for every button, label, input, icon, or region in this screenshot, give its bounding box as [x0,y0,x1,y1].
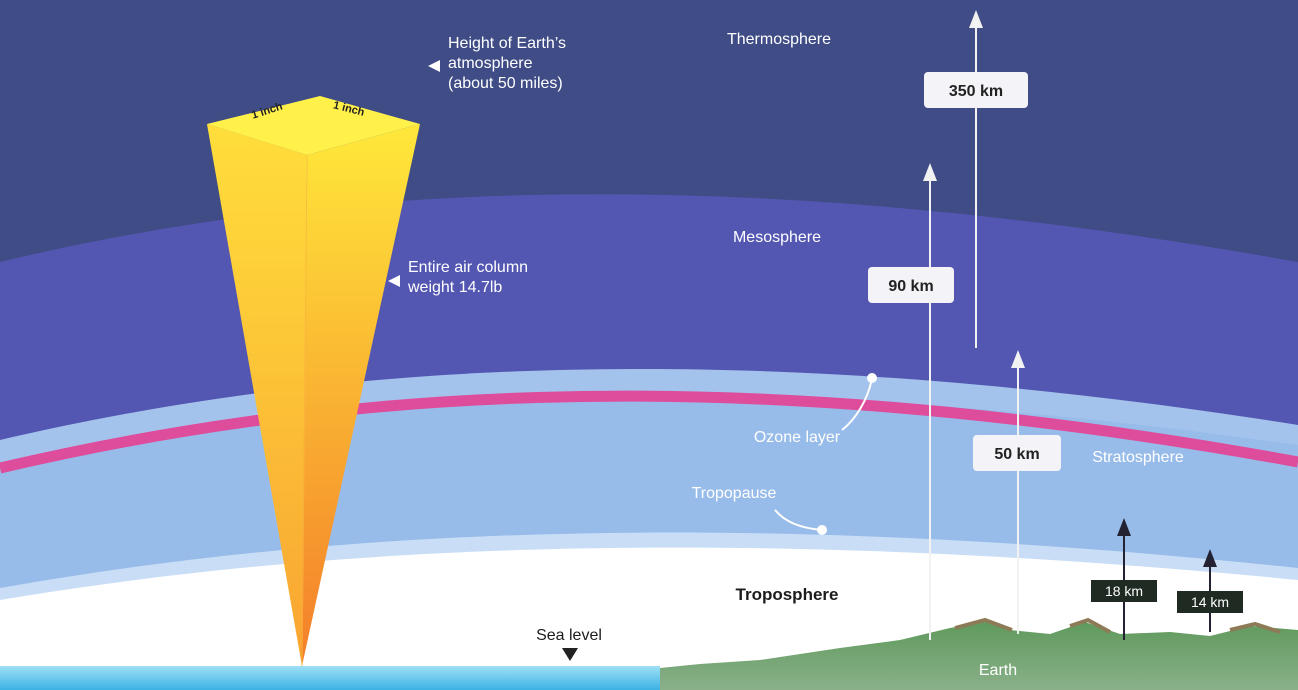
label-50-km: 50 km [994,446,1039,463]
box-14-km [1177,591,1243,613]
earth-land [660,622,1298,690]
label-18-km: 18 km [1105,583,1143,599]
label-14-km: 14 km [1191,594,1229,610]
weight-pointer-icon [388,275,400,287]
ozone-pointer [841,373,877,431]
label-90-km: 90 km [888,278,933,295]
ozone-layer-band [0,390,1298,474]
troposphere-label: Troposphere [736,585,839,604]
air-column [207,96,420,667]
height-label: Height of Earth’s atmosphere (about 50 m… [448,35,570,92]
label-350-km: 350 km [949,83,1003,100]
box-18-km [1091,580,1157,602]
mesosphere-label: Mesosphere [733,229,821,246]
ozone-layer-label: Ozone layer [754,429,841,446]
sea-level-label: Sea level [536,627,602,644]
tropopause-pointer [774,509,827,535]
thermosphere-label: Thermosphere [727,31,831,48]
arrow-90-km [923,163,937,640]
tropopause-label: Tropopause [692,485,777,502]
mountain-ridges [954,617,1281,634]
arrow-50-km [1011,350,1025,634]
box-50-km [973,435,1061,471]
earth-label: Earth [979,662,1017,679]
stratosphere-label: Stratosphere [1092,449,1184,466]
sea-level-marker-icon [562,648,578,661]
height-pointer-icon [428,60,440,72]
box-90-km [868,267,954,303]
weight-label: Entire air column weight 14.7lb [407,259,533,296]
box-350-km [924,72,1028,108]
sea [0,666,660,690]
